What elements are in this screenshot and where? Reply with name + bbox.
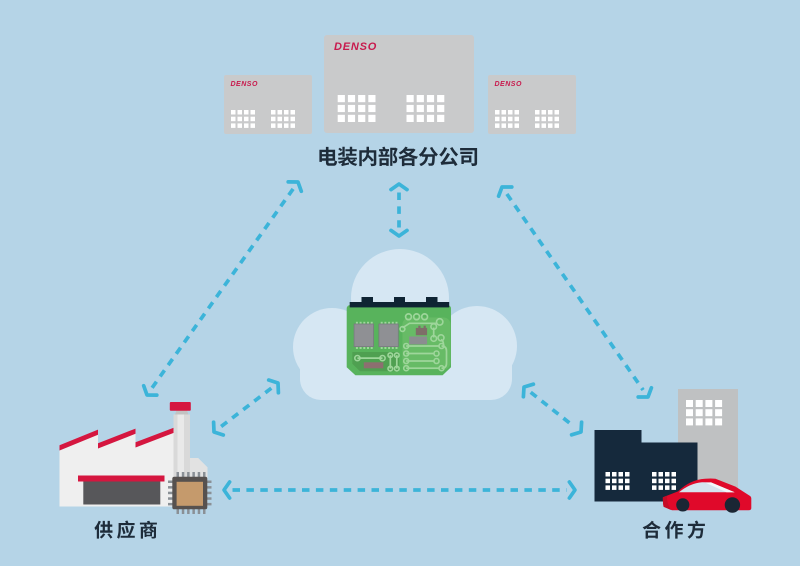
- svg-text:DENSO: DENSO: [334, 41, 377, 53]
- svg-text:DENSO: DENSO: [495, 81, 522, 88]
- svg-text:DENSO: DENSO: [231, 81, 258, 88]
